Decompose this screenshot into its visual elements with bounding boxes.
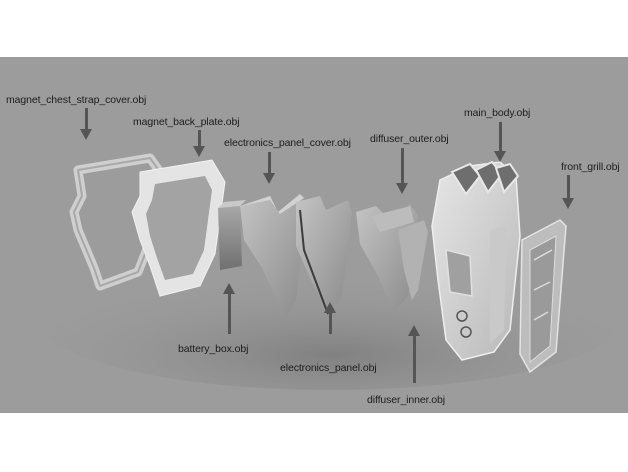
arrow-diffuser-outer: [401, 148, 404, 184]
diffuser-inner-part: [398, 220, 428, 300]
arrow-battery-box: [228, 293, 231, 334]
label-diffuser-outer: diffuser_outer.obj: [370, 133, 449, 145]
label-battery-box: battery_box.obj: [178, 343, 249, 355]
exploded-render: [40, 153, 620, 390]
magnet-chest-strap-cover-part: [69, 153, 165, 291]
front-grill-part: [519, 219, 567, 374]
label-magnet-chest-strap-cover: magnet_chest_strap_cover.obj: [6, 94, 147, 106]
arrow-up-icon: [408, 325, 420, 336]
arrow-down-icon: [562, 198, 574, 209]
arrow-diffuser-inner: [413, 335, 416, 383]
arrow-up-icon: [223, 283, 235, 294]
arrow-electronics-panel-cover: [268, 152, 271, 174]
arrow-electronics-panel: [329, 312, 332, 334]
render-stage: magnet_chest_strap_cover.obj magnet_back…: [0, 57, 628, 413]
label-front-grill: front_grill.obj: [561, 161, 620, 173]
arrow-down-icon: [396, 183, 408, 194]
label-electronics-panel-cover: electronics_panel_cover.obj: [224, 137, 351, 149]
label-electronics-panel: electronics_panel.obj: [280, 362, 377, 374]
arrow-down-icon: [263, 173, 275, 184]
battery-box-part: [218, 200, 246, 270]
label-main-body: main_body.obj: [464, 107, 531, 119]
arrow-main-body: [499, 122, 502, 152]
arrow-up-icon: [324, 302, 336, 313]
magnet-back-plate-part: [131, 159, 226, 297]
label-magnet-back-plate: magnet_back_plate.obj: [133, 116, 240, 128]
arrow-front-grill: [567, 175, 570, 199]
arrow-magnet-chest-strap-cover: [85, 108, 88, 130]
electronics-panel-cover-part: [240, 194, 306, 318]
label-diffuser-inner: diffuser_inner.obj: [367, 394, 445, 406]
arrow-magnet-back-plate: [198, 130, 201, 147]
arrow-down-icon: [494, 151, 506, 162]
electronics-panel-part: [296, 196, 352, 316]
main-body-part: [431, 160, 521, 361]
arrow-down-icon: [80, 129, 92, 140]
arrow-down-icon: [193, 146, 205, 157]
